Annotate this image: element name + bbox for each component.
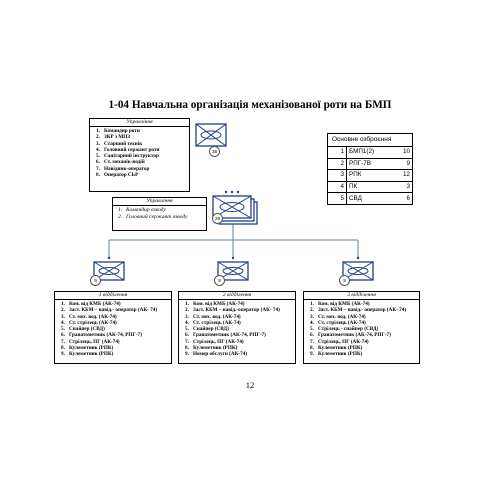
squad-2-title: 2 відділення (179, 292, 295, 300)
list-item: 2.Заст. КБМ – навід.- оператор (АК- 74) (61, 307, 158, 314)
list-item: 1.Командир взводу (118, 207, 166, 213)
squad-3-box: 3 відділення 1.Ком. від КМБ (АК-74) 2.За… (303, 291, 420, 364)
list-item: 6.Ст. механік-водій (96, 159, 145, 166)
platoon-command-box: Управління 1.Командир взводу 2.Головний … (112, 197, 207, 231)
list-item: 2.Головний сержант взводу (118, 214, 188, 220)
list-item: 6.Гранатометник (АК-74, РПГ-7) (185, 332, 266, 339)
list-item: 8.Кулеметник (РПК) (185, 345, 238, 352)
list-item: 1.Ком. від КМБ (АК-74) (61, 301, 121, 307)
squad-3-title: 3 відділення (304, 292, 419, 300)
list-item: 7.Навідник-оператор (96, 165, 150, 172)
company-command-title: Управління (90, 119, 189, 127)
company-hq-symbol (195, 123, 227, 147)
list-item: 2.ЗКР з МПЗ (96, 134, 131, 141)
weapons-table-title: Основне озброєння (327, 133, 413, 146)
list-item: 2.Заст. КБМ – навід.- оператор (АК- 74) (310, 307, 407, 314)
platoon-command-list: 1.Командир взводу 2.Головний сержант взв… (113, 206, 206, 221)
list-item: 5.Санітарний інструктор (96, 153, 159, 160)
list-item: 3.Ст. мех. вод. (АК-74) (310, 313, 366, 320)
squad-1-personnel-badge: 9 (90, 275, 101, 286)
platoon-command-title: Управління (113, 198, 206, 206)
list-item: 1.Ком. від КМБ (АК-74) (310, 301, 370, 307)
list-item: 7.Стрілець, ПГ (АК-74) (185, 338, 244, 345)
company-personnel-badge: 35 (209, 146, 220, 157)
list-item: 1.Ком. від КМБ (АК-74) (185, 301, 245, 307)
squad-3-personnel-badge: 9 (339, 275, 350, 286)
list-item: 3.Ст. мех. вод. (АК-74) (61, 313, 117, 320)
company-command-box: Управління 1.Командир роти 2.ЗКР з МПЗ 3… (89, 118, 190, 192)
page-title: 1-04 Навчальна організація механізованої… (108, 99, 392, 111)
platoon-symbol (212, 190, 258, 225)
list-item: 5.Снайпер (СВД) (61, 326, 105, 333)
list-item: 9.Номер обслуги (АК-74) (185, 351, 248, 358)
list-item: 8.Кулеметник (РПК) (310, 345, 363, 352)
list-item: 4.Головний сержант роти (96, 146, 160, 153)
list-item: 8.Кулеметник (РПК) (61, 345, 114, 352)
list-item: 5.Снайпер (СВД) (185, 326, 229, 333)
list-item: 4.Ст. стрілець (АК-74) (61, 319, 117, 326)
list-item: 3.Старший технік (96, 140, 143, 147)
squad-3-list: 1.Ком. від КМБ (АК-74) 2.Заст. КБМ – нав… (304, 300, 419, 358)
platoon-personnel-badge: 29 (212, 213, 223, 224)
squad-2-personnel-badge: 9 (214, 275, 225, 286)
list-item: 9.Кулеметник (РПК) (61, 351, 114, 358)
list-item: 7.Стрілець, ПГ (АК-74) (61, 338, 120, 345)
company-command-list: 1.Командир роти 2.ЗКР з МПЗ 3.Старший те… (90, 127, 189, 178)
list-item: 6.Гранатометник (АК-74, РПГ-7) (310, 332, 391, 339)
squad-2-box: 2 відділення 1.Ком. від КМБ (АК-74) 2.За… (178, 291, 296, 364)
squad-1-list: 1.Ком. від КМБ (АК-74) 2.Заст. КБМ – нав… (55, 300, 171, 358)
list-item: 4.Ст. стрілець (АК-74) (185, 319, 241, 326)
list-item: 5.Стрілець - снайпер (СВД) (310, 326, 379, 333)
list-item: 4.Ст. стрілець (АК-74) (310, 319, 366, 326)
list-item: 6.Гранатометник (АК-74, РПГ-7) (61, 332, 142, 339)
squad-2-symbol (217, 256, 249, 281)
list-item: 1.Командир роти (96, 128, 140, 134)
list-item: 2.Заст. КБМ – навід.-оператор (АК- 74) (185, 307, 280, 314)
list-item: 7.Стрілець, ПГ (АК-74) (310, 338, 369, 345)
list-item: 8.Оператор СЬР (96, 172, 139, 179)
squad-1-title: 1 відділення (55, 292, 171, 300)
page-number: 12 (245, 380, 255, 390)
list-item: 3.Ст. мех. вод. (АК-74) (185, 313, 241, 320)
list-item: 9.Кулеметник (РПК) (310, 351, 363, 358)
squad-2-list: 1.Ком. від КМБ (АК-74) 2.Заст. КБМ – нав… (179, 300, 295, 358)
squad-1-box: 1 відділення 1.Ком. від КМБ (АК-74) 2.За… (54, 291, 172, 364)
